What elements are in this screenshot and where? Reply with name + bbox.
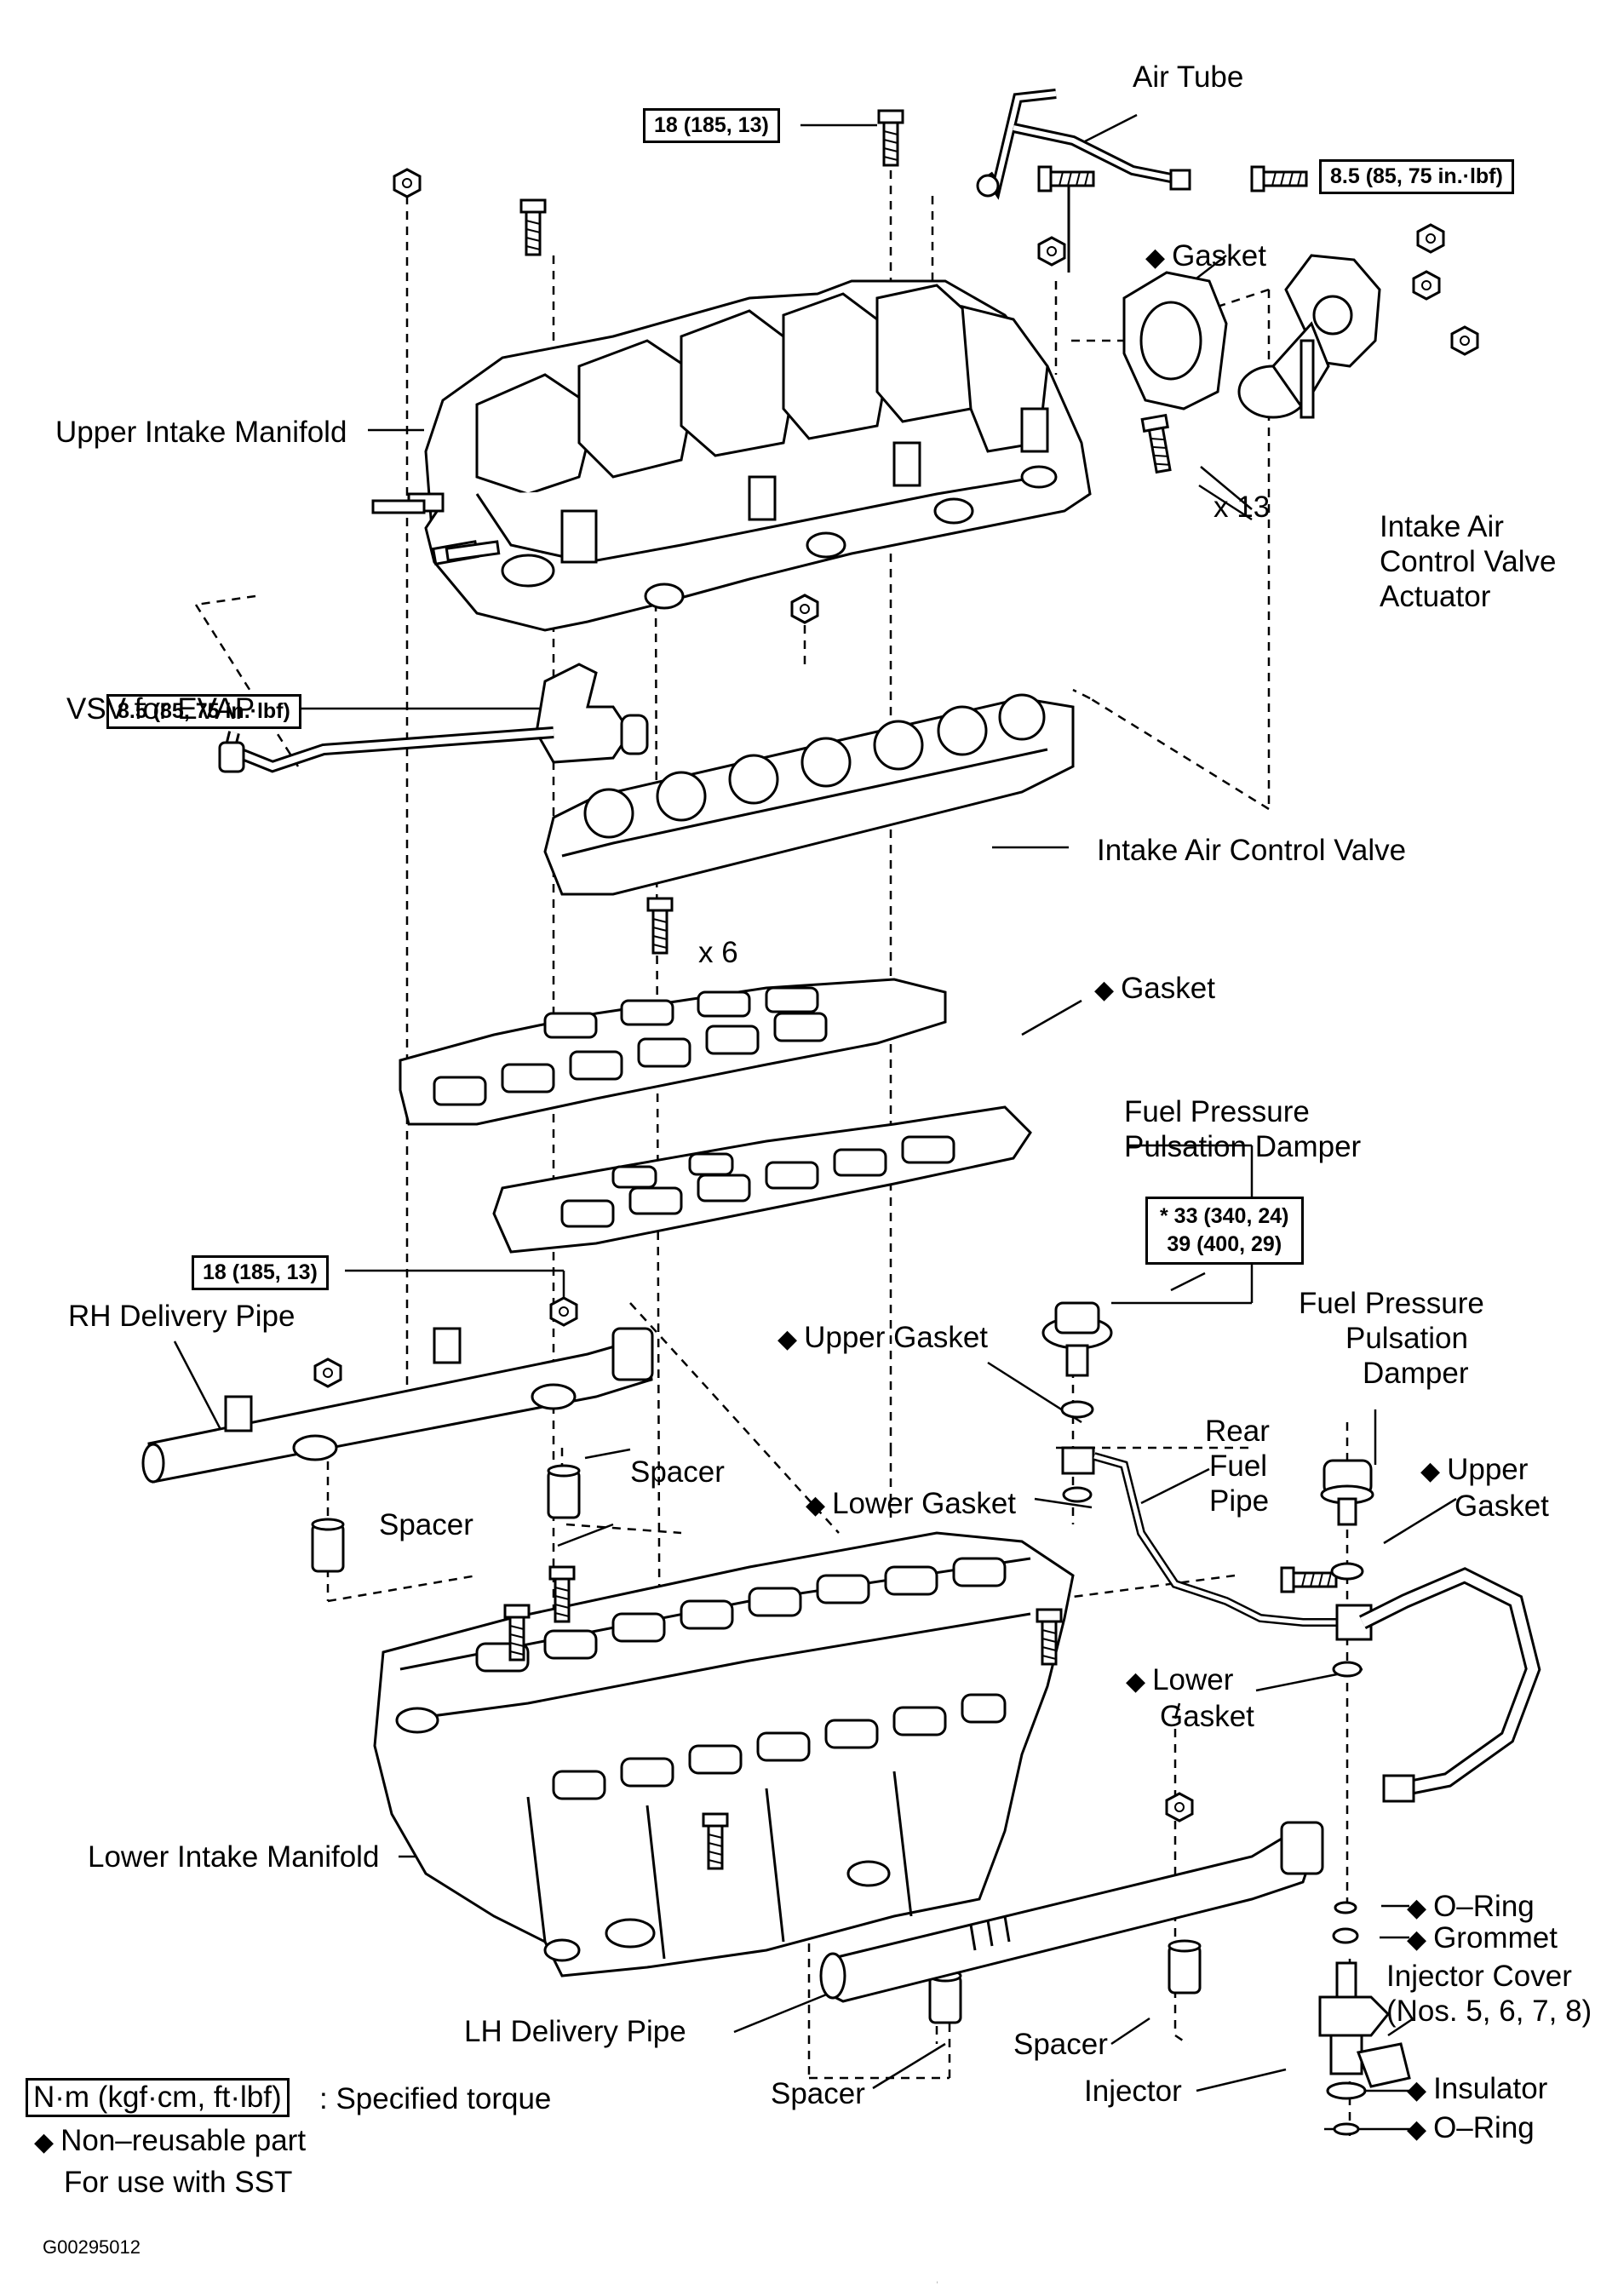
label-gasket-top-text: Gasket [1172,239,1266,273]
diamond-icon: ◆ [806,1491,826,1519]
label-o-ring-2: ◆O–Ring [1407,2110,1535,2147]
torque-spec-1: 18 (185, 13) [643,108,780,143]
torque-spec-2: 8.5 (85, 75 in.·lbf) [1319,159,1514,194]
label-fppd-1: Fuel Pressure Pulsation Damper [1124,1094,1361,1164]
diamond-icon: ◆ [34,2128,55,2156]
label-fppd-2: Fuel Pressure Pulsation Damper [1299,1286,1484,1391]
torque-spec-4: * 33 (340, 24) 39 (400, 29) [1145,1197,1304,1265]
label-lower-gasket-2-line2: Gasket [1160,1700,1254,1733]
label-insulator: ◆Insulator [1407,2071,1547,2108]
label-gasket-mid: ◆Gasket [1094,971,1215,1007]
label-fppd-2-line2: Pulsation [1345,1322,1468,1355]
torque-spec-4-line2: 39 (400, 29) [1167,1232,1282,1256]
label-upper-gasket-1: ◆Upper Gasket [777,1320,988,1357]
label-iacv-actuator: Intake Air Control Valve Actuator [1380,509,1557,614]
label-lower-gasket-1: ◆Lower Gasket [806,1486,1016,1523]
label-x6: x 6 [698,936,738,969]
label-spacer-3: Spacer [1013,2028,1108,2061]
legend-unit-desc: : Specified torque [319,2082,552,2115]
label-spacer-2: Spacer [379,1508,473,1541]
label-injector-cover-line2: (Nos. 5, 6, 7, 8) [1386,1995,1592,2028]
torque-spec-5: 18 (185, 13) [192,1255,329,1290]
label-gasket-top: ◆Gasket [1145,238,1266,275]
label-iacv-actuator-line2: Control Valve [1380,545,1557,578]
label-spacer-1: Spacer [630,1455,725,1489]
label-iacv-actuator-line1: Intake Air [1380,510,1504,543]
legend-sst: For use with SST [64,2166,293,2199]
label-injector-cover: Injector Cover (Nos. 5, 6, 7, 8) [1386,1959,1592,2029]
diamond-icon: ◆ [1407,2115,1427,2144]
legend-non-reusable-text: Non–reusable part [60,2124,307,2157]
label-upper-gasket-2-line2: Gasket [1454,1490,1549,1523]
torque-spec-3: 8.5 (85, 75 in.·lbf) [106,694,301,729]
label-rear-fuel-pipe: Rear Fuel Pipe [1205,1414,1270,1518]
label-upper-gasket-2-line1: Upper [1447,1453,1529,1486]
label-air-tube: Air Tube [1133,60,1244,94]
label-grommet-text: Grommet [1433,1921,1558,1954]
label-fppd-1-line2: Pulsation Damper [1124,1130,1362,1163]
label-lower-gasket-2-line1: Lower [1152,1663,1234,1696]
diamond-icon: ◆ [1420,1457,1441,1485]
label-insulator-text: Insulator [1433,2072,1548,2105]
torque-spec-4-line1: * 33 (340, 24) [1160,1204,1289,1228]
label-lh-delivery-pipe: LH Delivery Pipe [464,2015,686,2048]
label-iacv-actuator-line3: Actuator [1380,580,1491,613]
label-rear-fuel-pipe-line1: Rear [1205,1415,1270,1448]
label-gasket-mid-text: Gasket [1121,972,1215,1005]
label-x13: x 13 [1214,491,1271,524]
label-fppd-2-line1: Fuel Pressure [1299,1287,1484,1320]
label-lower-gasket-1-text: Lower Gasket [832,1487,1017,1520]
label-o-ring-1: ◆O–Ring [1407,1889,1535,1926]
label-injector: Injector [1084,2075,1182,2108]
label-grommet: ◆Grommet [1407,1920,1558,1957]
label-upper-gasket-1-text: Upper Gasket [804,1321,989,1354]
diamond-icon: ◆ [777,1325,798,1353]
diamond-icon: ◆ [1407,1926,1427,1954]
label-o-ring-1-text: O–Ring [1433,1890,1535,1923]
label-upper-intake-manifold: Upper Intake Manifold [55,416,347,449]
label-rh-delivery-pipe: RH Delivery Pipe [68,1300,295,1333]
diamond-icon: ◆ [1094,976,1115,1004]
legend-unit-box: N·m (kgf·cm, ft·lbf) [26,2078,290,2117]
diamond-icon: ◆ [1145,244,1166,272]
label-rear-fuel-pipe-line3: Pipe [1209,1484,1270,1518]
legend-non-reusable: ◆Non–reusable part [34,2123,306,2160]
diamond-icon: ◆ [1126,1667,1146,1696]
label-injector-cover-line1: Injector Cover [1386,1960,1572,1993]
figure-code: G00295012 [43,2236,141,2258]
diamond-icon: ◆ [1407,2076,1427,2104]
label-spacer-4: Spacer [771,2077,865,2110]
label-upper-gasket-2: ◆Upper Gasket [1420,1452,1549,1524]
label-lower-intake-manifold: Lower Intake Manifold [88,1840,380,1874]
label-intake-air-control-valve: Intake Air Control Valve [1097,834,1407,867]
diamond-icon: ◆ [1407,1894,1427,1922]
label-fppd-1-line1: Fuel Pressure [1124,1095,1310,1128]
label-vsv-evap: VSV for EVAP [66,692,255,726]
label-rear-fuel-pipe-line2: Fuel [1209,1449,1268,1483]
label-o-ring-2-text: O–Ring [1433,2111,1535,2144]
label-fppd-2-line3: Damper [1363,1357,1469,1390]
label-lower-gasket-2: ◆Lower Gasket [1126,1662,1254,1734]
